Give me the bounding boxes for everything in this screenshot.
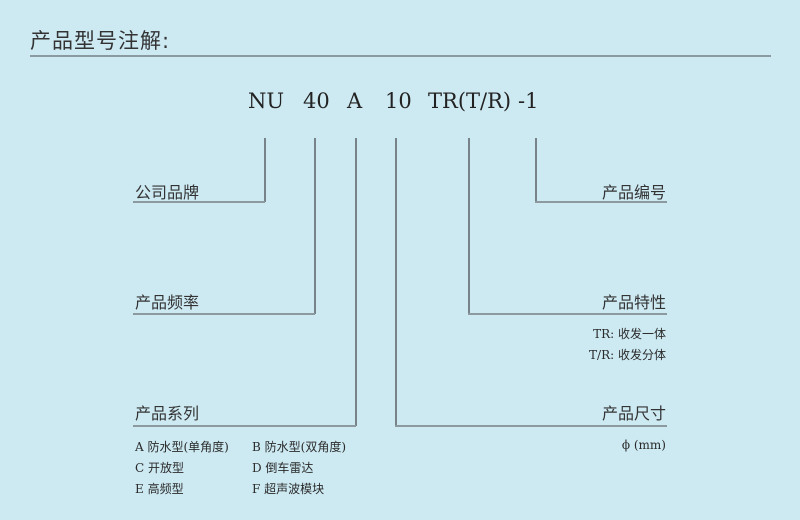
feature-label: 产品特性 (601, 293, 666, 312)
series-option-f: F 超声波模块 (252, 482, 325, 496)
series-label: 产品系列 (135, 404, 200, 423)
brand-connector (264, 138, 266, 202)
frequency-underline (133, 313, 315, 315)
brand-label: 公司品牌 (135, 183, 200, 202)
series-connector (355, 138, 357, 426)
series-option-d: D 倒车雷达 (252, 461, 314, 475)
feature-option-tr: TR: 收发一体 (593, 327, 666, 341)
brand-underline (133, 201, 265, 203)
size-unit: ϕ (mm) (621, 438, 666, 452)
code-brand: NU (248, 89, 285, 113)
title-divider (30, 55, 771, 57)
frequency-label: 产品频率 (135, 293, 200, 312)
size-underline (395, 425, 667, 427)
code-feature: TR(T/R) (428, 89, 512, 113)
frequency-connector (314, 138, 316, 314)
feature-connector (468, 138, 470, 314)
number-label: 产品编号 (601, 183, 666, 202)
series-option-e: E 高频型 (135, 482, 184, 496)
series-option-b: B 防水型(双角度) (252, 440, 346, 454)
code-frequency: 40 (303, 89, 330, 113)
size-connector (395, 138, 397, 426)
code-number: -1 (518, 89, 539, 113)
size-label: 产品尺寸 (601, 404, 666, 423)
feature-underline (468, 313, 667, 315)
number-underline (535, 201, 667, 203)
series-option-a: A 防水型(单角度) (135, 440, 229, 454)
number-connector (535, 138, 537, 202)
series-underline (133, 425, 356, 427)
code-size: 10 (385, 89, 412, 113)
code-series: A (347, 89, 363, 113)
series-option-c: C 开放型 (135, 461, 184, 475)
feature-option-t-r: T/R: 收发分体 (589, 348, 666, 362)
page-title: 产品型号注解: (30, 29, 171, 53)
